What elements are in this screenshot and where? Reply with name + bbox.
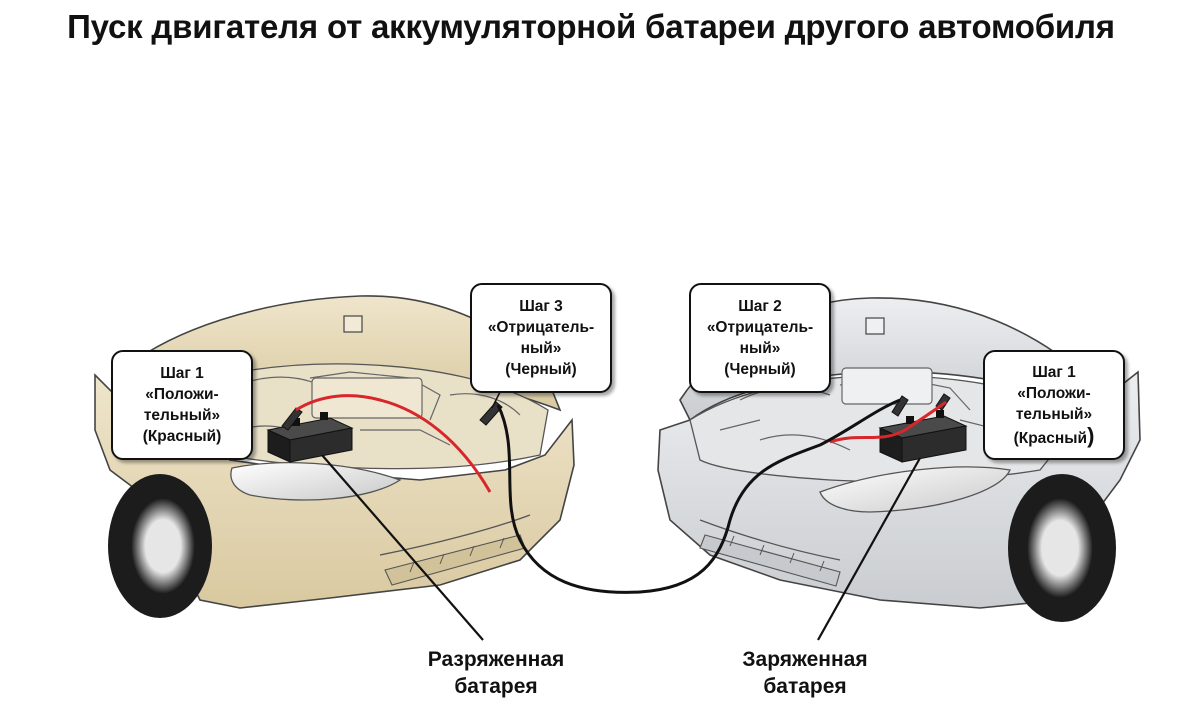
callout-line: (Черный) <box>505 361 577 378</box>
callout-right-step1: Шаг 1 «Положи- тельный» (Красный) <box>983 350 1125 460</box>
callout-line: «Положи- <box>1017 384 1091 402</box>
label-line: батарея <box>454 675 538 698</box>
discharged-pointer-line <box>321 454 484 641</box>
red-cable-left <box>295 394 492 493</box>
callout-step: Шаг 1 <box>1032 363 1076 381</box>
callout-line: «Отрицатель- <box>487 319 595 336</box>
left-black-clamp-icon <box>479 401 503 426</box>
callout-line: тельный» <box>1015 405 1093 423</box>
callout-line: (Черный) <box>724 361 796 378</box>
callout-left-step1: Шаг 1 «Положи- тельный» (Красный) <box>111 350 253 460</box>
left-wheel-icon <box>108 474 212 618</box>
left-hood-latch <box>343 315 363 333</box>
right-headlight <box>819 466 1011 513</box>
charged-pointer-line <box>817 457 921 641</box>
right-wheel-icon <box>1008 474 1116 622</box>
callout-step: Шаг 3 <box>519 298 563 315</box>
left-headlight <box>230 461 402 501</box>
discharged-battery-icon <box>266 412 354 463</box>
black-cable <box>496 398 901 594</box>
callout-step: Шаг 2 <box>738 298 782 315</box>
callout-line: «Отрицатель- <box>706 319 814 336</box>
left-red-clamp-icon <box>281 407 303 431</box>
callout-line: «Положи- <box>145 386 219 403</box>
left-step3-pointer <box>491 391 501 409</box>
callout-line: (Красный) <box>142 428 222 445</box>
charged-battery-label: Заряженная батарея <box>705 646 905 700</box>
callout-right-step2: Шаг 2 «Отрицатель- ный» (Черный) <box>689 283 831 393</box>
callout-line: ный» <box>739 340 781 357</box>
label-line: Заряженная <box>742 648 868 671</box>
discharged-battery-label: Разряженная батарея <box>396 646 596 700</box>
label-line: Разряженная <box>427 648 565 671</box>
callout-line: (Красный) <box>985 422 1123 449</box>
callout-left-step3: Шаг 3 «Отрицатель- ный» (Черный) <box>470 283 612 393</box>
right-hood-latch <box>865 317 885 335</box>
red-cable-right <box>829 400 947 444</box>
callout-step: Шаг 1 <box>160 365 204 382</box>
page-title: Пуск двигателя от аккумуляторной батареи… <box>67 8 1115 45</box>
callout-paren: ) <box>1087 422 1095 448</box>
callout-line: ный» <box>520 340 562 357</box>
callout-line: тельный» <box>143 407 221 424</box>
label-line: батарея <box>763 675 847 698</box>
callout-line-text: (Красный <box>1013 429 1088 447</box>
